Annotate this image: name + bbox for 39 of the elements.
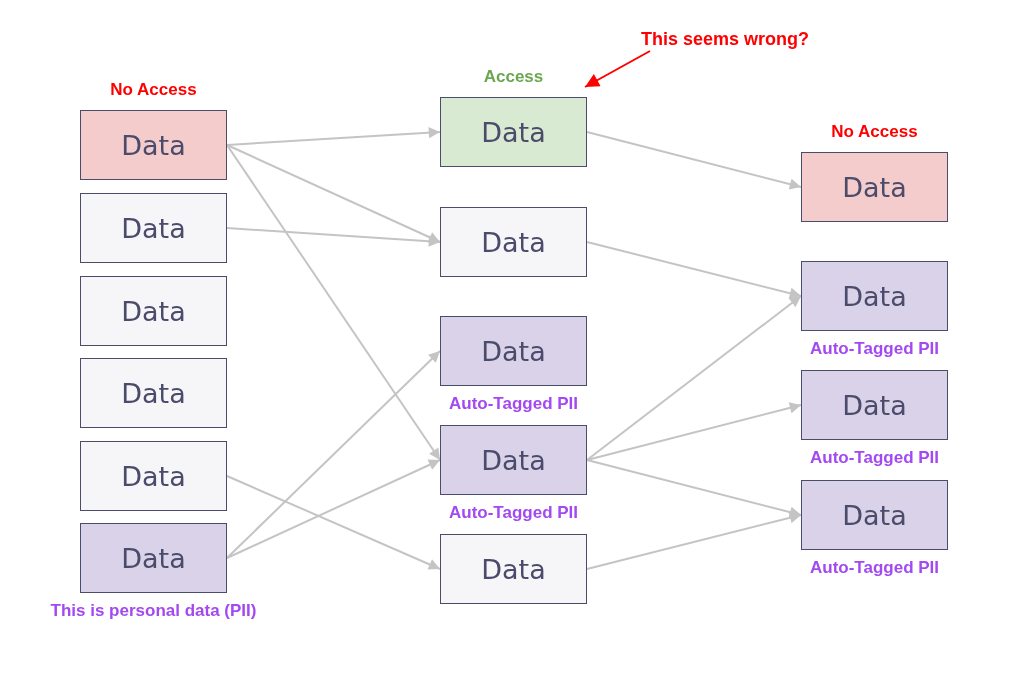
card-label: Data (481, 444, 546, 476)
arrow (584, 50, 651, 88)
access-heading: No Access (109, 80, 198, 100)
card-label: Data (481, 116, 546, 148)
tag-caption: This is personal data (PII) (49, 601, 258, 621)
arrow (586, 459, 802, 518)
arrow (226, 144, 441, 461)
card-label: Data (842, 280, 907, 312)
card-label: Data (121, 295, 186, 327)
access-heading: Access (482, 67, 545, 87)
arrow (226, 127, 441, 146)
arrow (586, 295, 802, 461)
arrow (226, 227, 441, 247)
card-label: Data (481, 553, 546, 585)
card-label: Data (842, 499, 907, 531)
arrow (586, 241, 802, 299)
arrow (226, 475, 441, 570)
card-label: Data (842, 171, 907, 203)
annotation-text: This seems wrong? (640, 28, 810, 51)
tag-caption: Auto-Tagged PII (808, 558, 941, 578)
access-heading: No Access (830, 122, 919, 142)
card-label: Data (481, 226, 546, 258)
arrow (226, 144, 441, 243)
card-label: Data (121, 460, 186, 492)
card-label: Data (121, 542, 186, 574)
card-label: Data (121, 377, 186, 409)
arrow (226, 350, 441, 559)
tag-caption: Auto-Tagged PII (808, 339, 941, 359)
card-label: Data (842, 389, 907, 421)
tag-caption: Auto-Tagged PII (447, 503, 580, 523)
tag-caption: Auto-Tagged PII (447, 394, 580, 414)
card-label: Data (121, 212, 186, 244)
card-label: Data (121, 129, 186, 161)
arrow (226, 459, 441, 559)
card-label: Data (481, 335, 546, 367)
arrow (586, 402, 802, 461)
tag-caption: Auto-Tagged PII (808, 448, 941, 468)
arrow (586, 131, 802, 190)
arrow (586, 512, 802, 570)
